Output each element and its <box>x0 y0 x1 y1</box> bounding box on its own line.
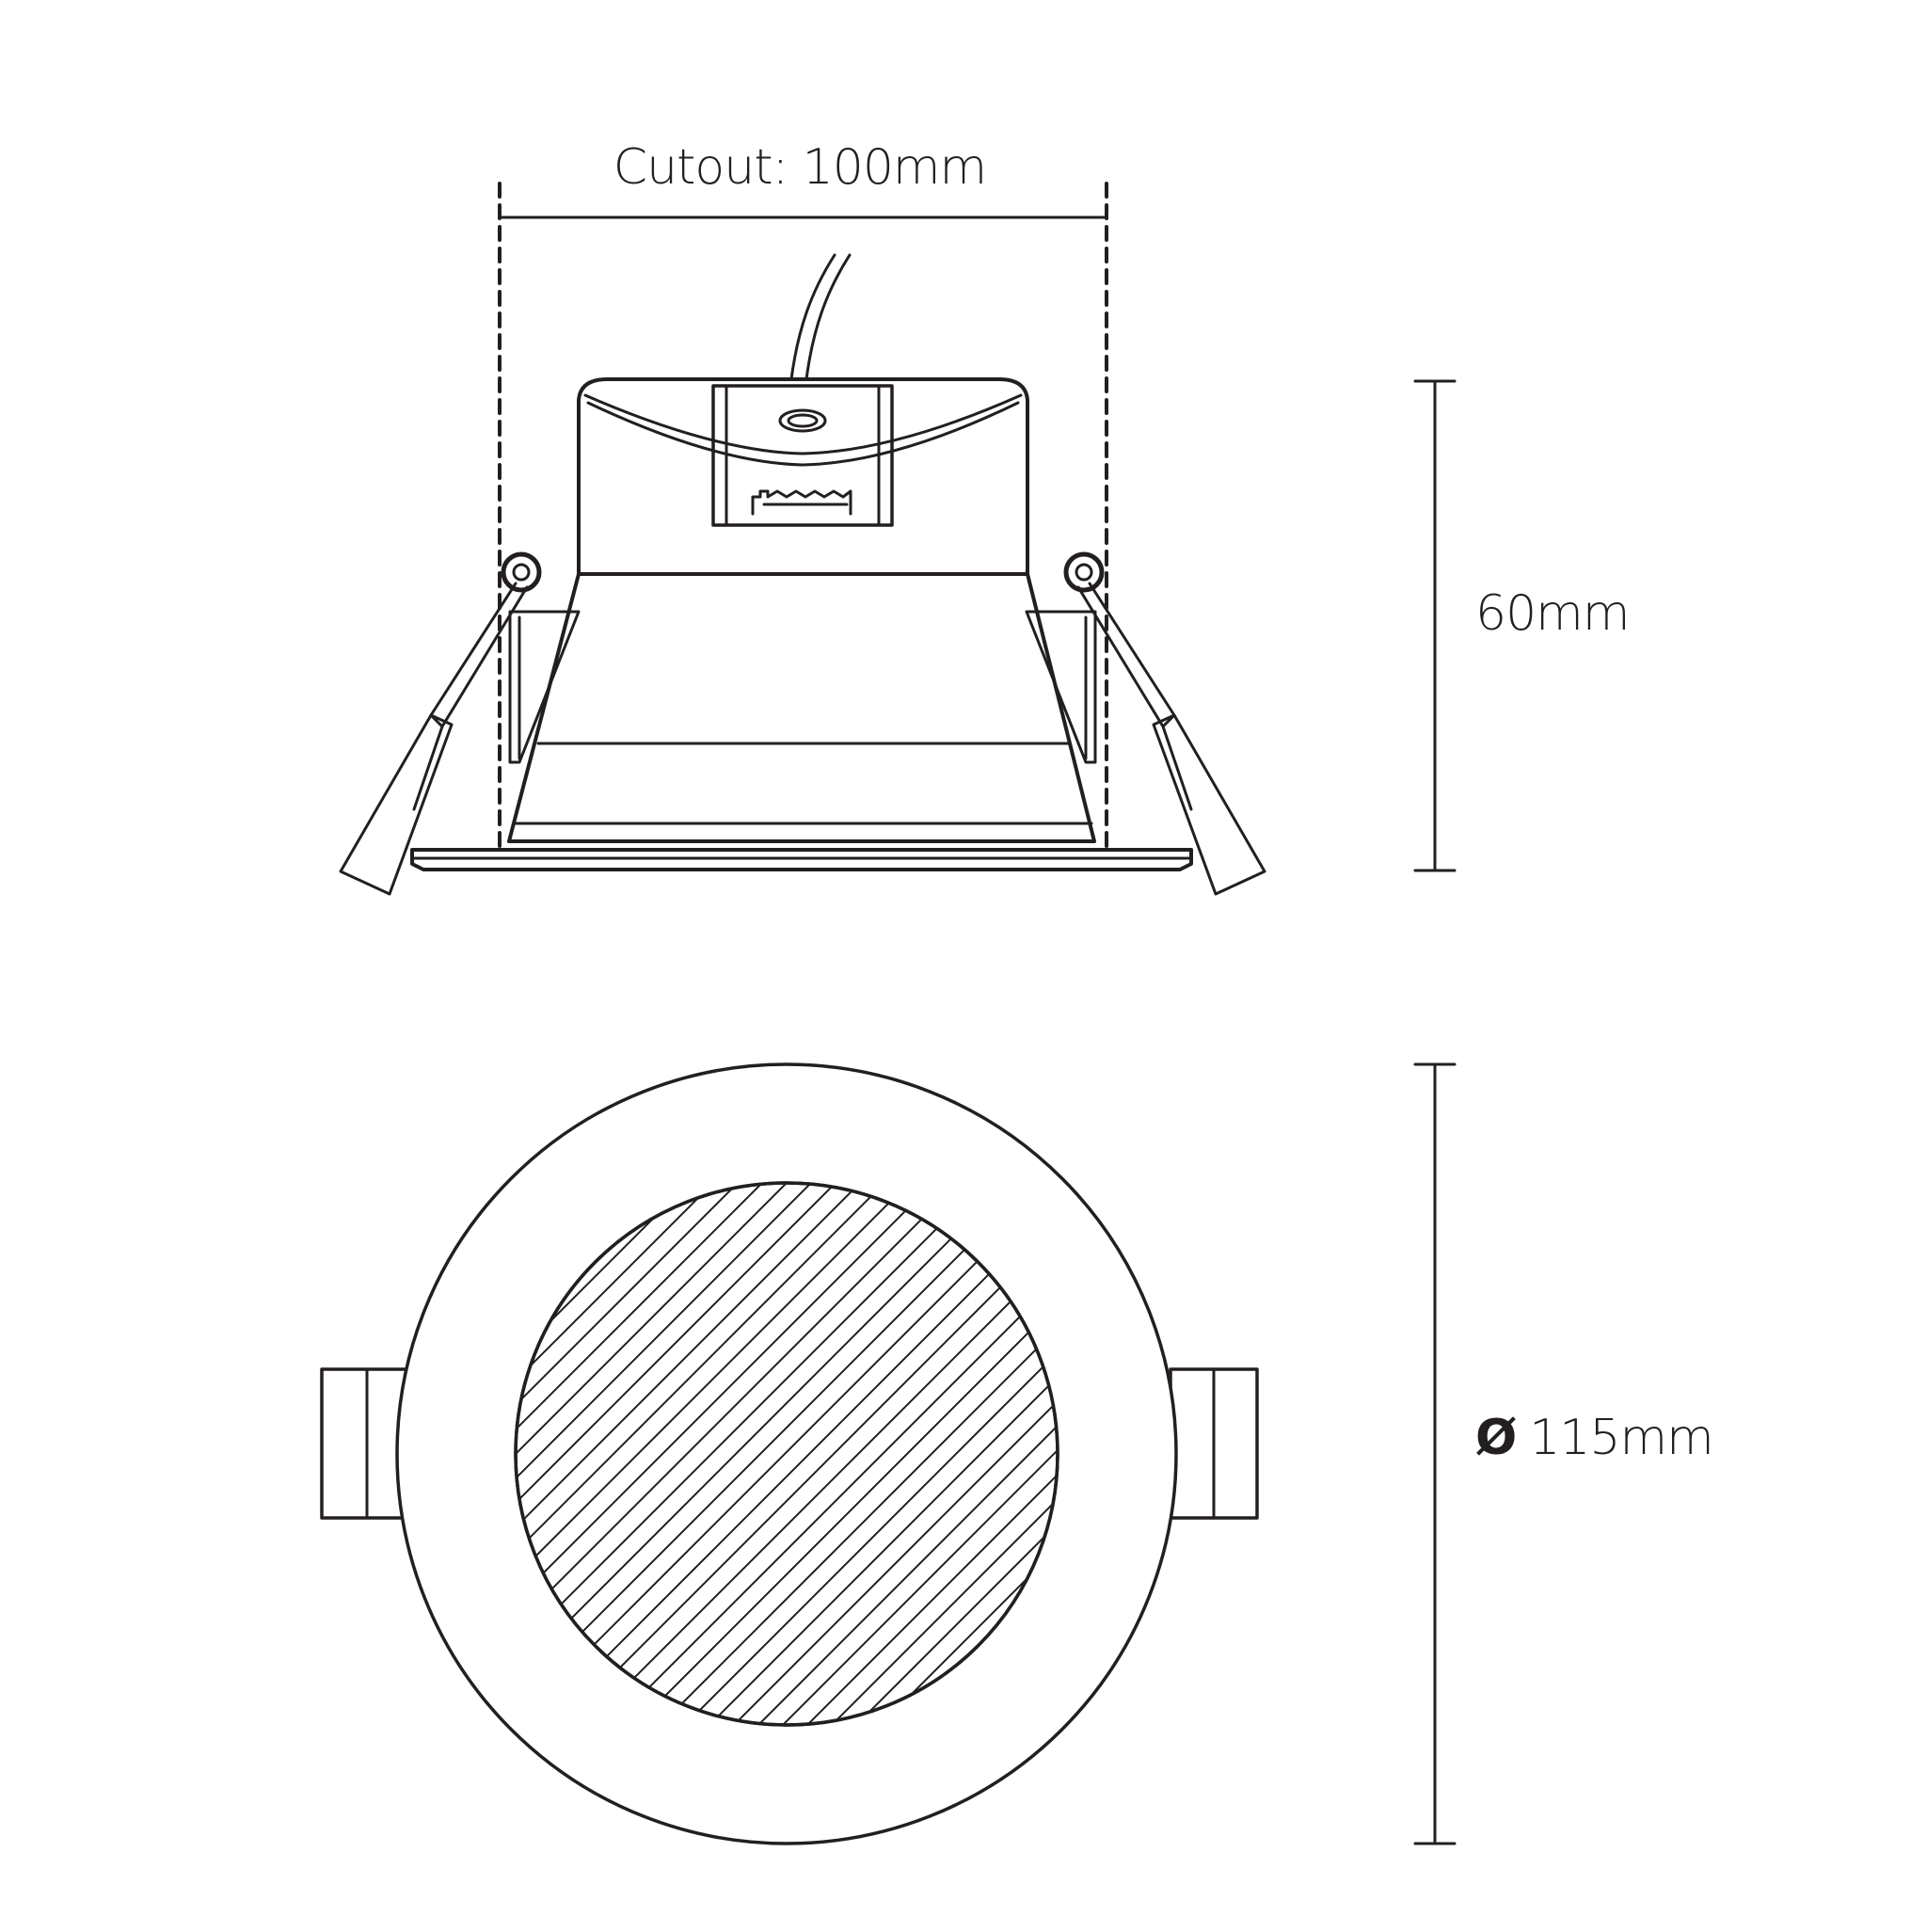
height-dimension <box>1413 379 1457 872</box>
hatch-line <box>516 1183 725 1725</box>
hatch-line <box>868 1183 1058 1725</box>
hatch-line <box>624 1183 1058 1725</box>
terminal-block <box>711 384 894 527</box>
hatch-line <box>820 1183 1058 1725</box>
hatch-line <box>771 1183 1058 1725</box>
hatch-line <box>516 1183 921 1725</box>
power-cable <box>789 253 852 381</box>
clip-tab-left <box>320 1367 410 1520</box>
hatch-line <box>516 1183 799 1725</box>
pivot-icon <box>501 551 542 593</box>
hatch-line <box>673 1183 1058 1725</box>
hatch-line <box>516 1183 823 1725</box>
hatch-line <box>697 1183 1058 1725</box>
lens <box>514 1181 1059 1727</box>
diameter-symbol: Ø <box>1475 1410 1517 1466</box>
reflector-body <box>507 572 1096 843</box>
hatch-line <box>516 1183 946 1725</box>
connector-teeth <box>751 489 852 516</box>
hatch-line <box>844 1183 1058 1725</box>
clip-tab-right <box>1169 1367 1259 1520</box>
hatch-line <box>516 1183 848 1725</box>
cutout-dimension-label: Cutout: 100mm <box>613 139 987 196</box>
driver-housing <box>577 377 1029 576</box>
screw-hole-icon <box>778 408 827 433</box>
height-dimension-label: 60mm <box>1475 585 1630 642</box>
diameter-value: 115mm <box>1529 1410 1714 1466</box>
hatch-line <box>648 1183 1058 1725</box>
hatch-line <box>516 1183 774 1725</box>
bezel-trim <box>410 848 1193 871</box>
pivot-icon <box>1063 551 1105 593</box>
diameter-dimension <box>1413 1062 1457 1845</box>
hatch-line <box>516 1183 872 1725</box>
hatch-line <box>746 1183 1058 1725</box>
hatch-line <box>599 1183 1058 1725</box>
hatch-line <box>516 1183 750 1725</box>
hatch-line <box>722 1183 1058 1725</box>
hatch-line <box>516 1183 1058 1725</box>
hatch-line <box>516 1183 701 1725</box>
side-view <box>339 182 1457 896</box>
spring-clip-right <box>1025 551 1266 896</box>
front-view <box>320 1062 1457 1845</box>
spring-clip-left <box>339 551 581 896</box>
hatch-line <box>795 1183 1058 1725</box>
hatch-line <box>516 1183 970 1725</box>
hatch-line <box>516 1183 897 1725</box>
